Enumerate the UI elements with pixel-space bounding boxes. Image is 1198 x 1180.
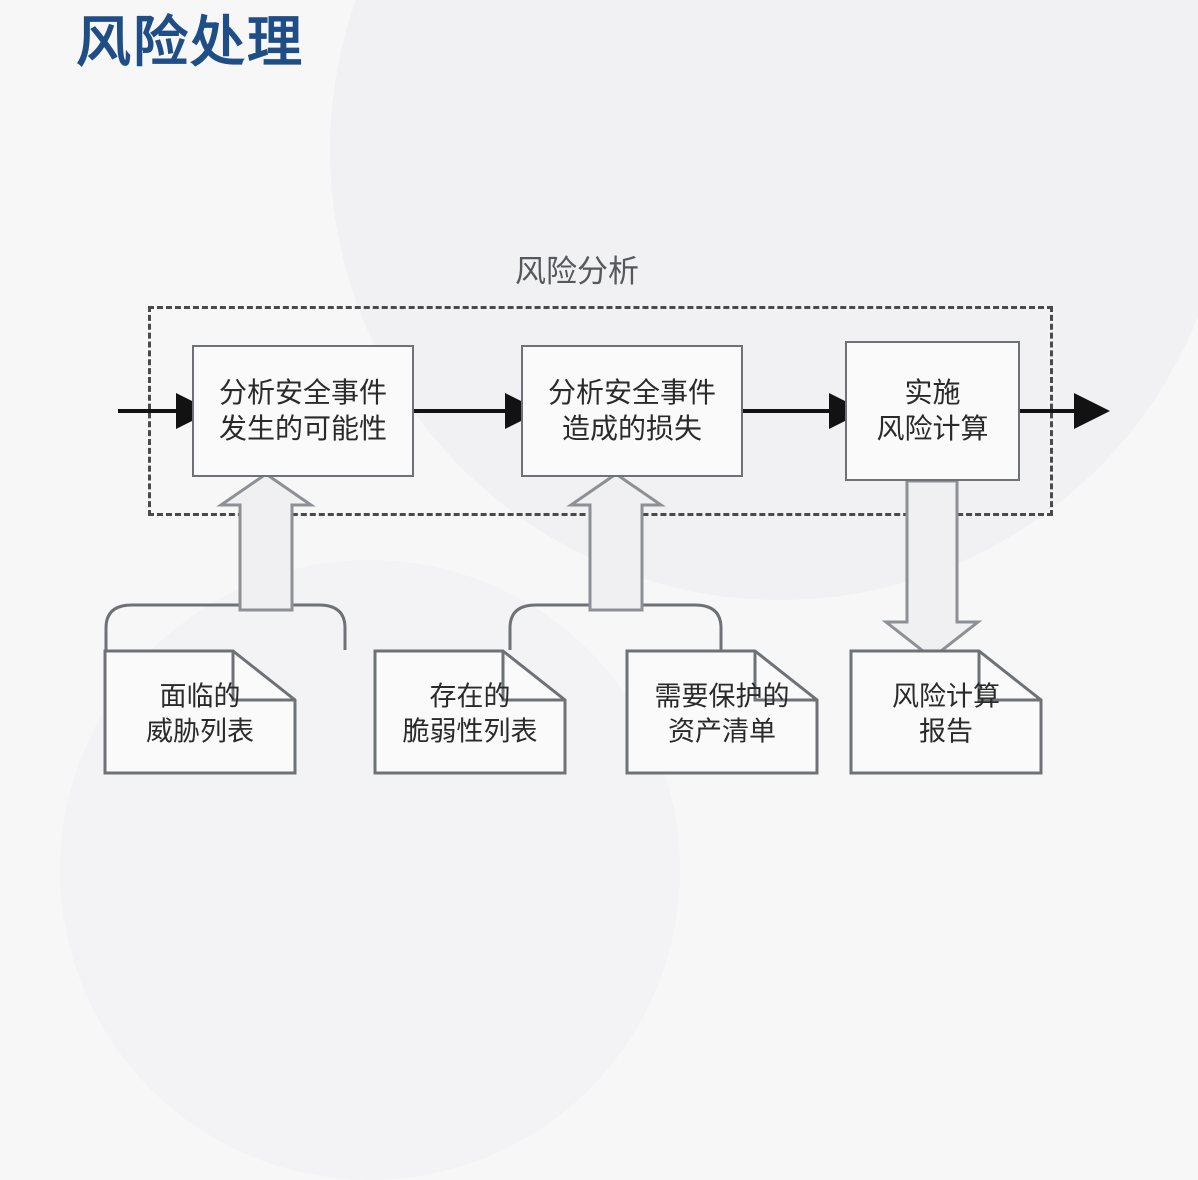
document-label: 风险计算 报告 bbox=[850, 680, 1042, 750]
process-box-line2: 发生的可能性 bbox=[218, 412, 387, 445]
document-label: 需要保护的 资产清单 bbox=[626, 680, 818, 750]
document-line1: 风险计算 bbox=[892, 681, 1000, 713]
document-line2: 报告 bbox=[919, 716, 973, 748]
block-arrow-to-loss bbox=[566, 472, 666, 612]
process-box-analyze-loss[interactable]: 分析安全事件 造成的损失 bbox=[521, 345, 743, 477]
block-arrow-to-likelihood bbox=[216, 472, 316, 612]
document-shape-vulnerability-list bbox=[373, 649, 567, 775]
process-box-risk-calculation[interactable]: 实施 风险计算 bbox=[845, 341, 1020, 481]
process-box-line1: 分析安全事件 bbox=[547, 376, 716, 410]
risk-treatment-diagram: 风险分析 bbox=[103, 254, 1110, 775]
risk-analysis-group-label: 风险分析 bbox=[515, 254, 639, 290]
document-label: 面临的 威胁列表 bbox=[104, 680, 296, 750]
document-vulnerability-list[interactable]: 存在的 脆弱性列表 bbox=[374, 650, 566, 774]
document-line1: 需要保护的 bbox=[654, 681, 790, 713]
process-box-line2: 风险计算 bbox=[876, 412, 989, 445]
document-line2: 资产清单 bbox=[668, 716, 776, 748]
process-box-analyze-likelihood[interactable]: 分析安全事件 发生的可能性 bbox=[192, 345, 414, 477]
process-box-line2: 造成的损失 bbox=[561, 412, 702, 445]
document-shape-asset-inventory bbox=[625, 649, 819, 775]
slide-canvas: 风险处理 风险分析 bbox=[76, 9, 1110, 775]
document-risk-report[interactable]: 风险计算 报告 bbox=[850, 650, 1042, 774]
document-line2: 脆弱性列表 bbox=[402, 716, 538, 748]
document-line1: 面临的 bbox=[159, 681, 241, 713]
connector-layer bbox=[103, 393, 1110, 775]
document-shape-threat-list bbox=[103, 649, 297, 775]
document-shape-risk-report bbox=[849, 649, 1043, 775]
document-threat-list[interactable]: 面临的 威胁列表 bbox=[104, 650, 296, 774]
process-box-line1: 分析安全事件 bbox=[218, 376, 387, 410]
document-line2: 威胁列表 bbox=[146, 716, 254, 748]
document-label: 存在的 脆弱性列表 bbox=[374, 680, 566, 750]
bracket-connector-right bbox=[508, 603, 723, 650]
page-title: 风险处理 bbox=[76, 9, 305, 74]
block-arrow-to-report bbox=[881, 479, 983, 660]
document-line1: 存在的 bbox=[429, 681, 511, 713]
process-box-line1: 实施 bbox=[904, 376, 961, 410]
bracket-connector-left bbox=[104, 603, 347, 650]
document-asset-inventory[interactable]: 需要保护的 资产清单 bbox=[626, 650, 818, 774]
